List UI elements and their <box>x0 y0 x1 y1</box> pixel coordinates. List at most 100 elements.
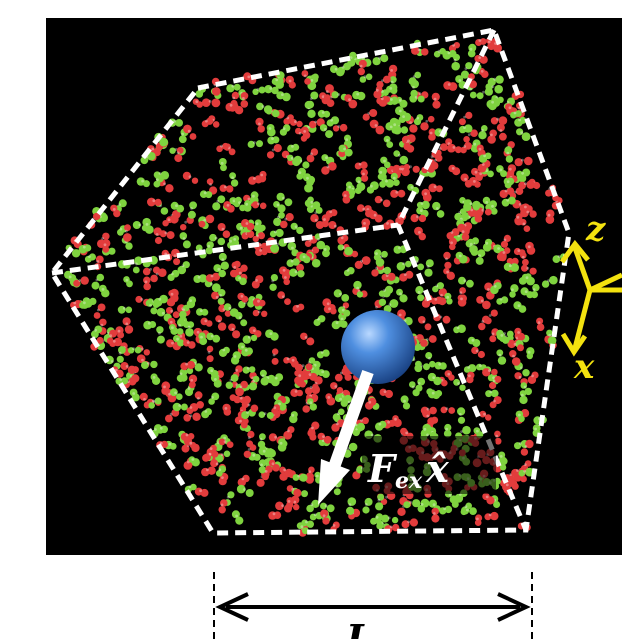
molecule <box>93 303 106 319</box>
molecule <box>139 392 151 409</box>
tagged-particle <box>341 310 415 384</box>
molecule <box>432 201 445 218</box>
molecule <box>378 285 394 297</box>
molecule <box>527 371 539 384</box>
molecule <box>233 395 252 404</box>
molecule <box>212 195 226 211</box>
axes-triad <box>559 239 622 357</box>
molecule <box>287 143 300 153</box>
molecule <box>530 283 540 299</box>
molecule <box>290 388 304 397</box>
molecule <box>162 214 179 227</box>
molecule <box>258 411 274 419</box>
molecule <box>286 485 302 498</box>
molecule <box>153 174 164 188</box>
molecule <box>201 98 221 108</box>
molecule <box>399 270 414 282</box>
molecule <box>475 249 486 265</box>
molecule <box>184 437 200 453</box>
molecule <box>451 53 461 71</box>
molecule <box>500 234 511 248</box>
molecule <box>369 119 385 135</box>
molecule <box>403 499 421 509</box>
molecule <box>215 465 227 477</box>
molecule <box>427 372 442 386</box>
molecule <box>455 251 468 264</box>
molecule <box>200 317 213 327</box>
molecule <box>526 347 535 360</box>
molecule <box>277 438 287 452</box>
molecule <box>520 208 537 218</box>
molecule <box>380 156 391 169</box>
molecule <box>471 346 485 359</box>
molecule <box>332 123 348 132</box>
molecule <box>198 214 215 228</box>
molecule <box>148 397 162 409</box>
molecule <box>306 499 320 513</box>
molecule <box>458 124 473 134</box>
molecule <box>196 308 209 316</box>
molecule <box>228 323 241 339</box>
molecule <box>78 244 92 254</box>
molecule <box>507 339 524 352</box>
molecule <box>514 116 527 127</box>
molecule <box>141 360 158 369</box>
molecule <box>205 272 221 283</box>
molecule <box>432 282 444 293</box>
molecule <box>242 366 256 374</box>
molecule <box>418 316 432 331</box>
molecule <box>169 324 179 335</box>
molecule <box>273 211 285 227</box>
molecule <box>409 381 420 397</box>
molecule <box>443 423 452 438</box>
molecule <box>237 292 249 303</box>
molecule <box>546 329 557 345</box>
molecule <box>252 232 265 243</box>
molecule <box>525 241 536 255</box>
molecule <box>179 232 191 249</box>
molecule <box>247 140 263 148</box>
molecule <box>466 371 475 384</box>
molecule <box>170 388 183 401</box>
force-symbol: F <box>367 446 398 491</box>
molecule <box>513 301 527 313</box>
molecule <box>507 164 517 177</box>
molecule <box>482 238 493 252</box>
molecule <box>378 289 391 306</box>
molecule <box>489 375 502 390</box>
molecule <box>120 362 137 374</box>
solvent-molecules <box>64 37 567 537</box>
molecule <box>381 272 396 281</box>
molecule <box>218 346 230 357</box>
molecule <box>448 237 457 251</box>
molecule <box>218 438 234 448</box>
molecule <box>261 465 273 481</box>
molecule <box>485 83 504 94</box>
molecule <box>520 439 534 456</box>
molecule <box>503 262 519 272</box>
molecule <box>115 326 125 339</box>
molecule <box>156 326 165 344</box>
molecule <box>392 164 410 176</box>
molecule <box>183 339 196 349</box>
molecule <box>225 374 239 389</box>
molecule <box>251 275 264 289</box>
molecule <box>453 324 466 334</box>
molecule <box>425 352 436 368</box>
molecule <box>230 260 241 278</box>
molecule <box>427 389 441 400</box>
molecule <box>323 305 337 315</box>
molecule <box>292 473 308 482</box>
molecule <box>277 291 291 305</box>
molecule <box>390 172 400 187</box>
molecule <box>287 154 301 167</box>
molecule <box>302 173 314 187</box>
molecule <box>354 256 371 269</box>
molecule <box>296 370 305 384</box>
molecule <box>520 252 529 266</box>
molecule <box>317 432 332 444</box>
molecule <box>241 219 255 231</box>
molecule <box>269 274 278 291</box>
molecule <box>453 378 466 391</box>
molecule <box>187 201 198 219</box>
